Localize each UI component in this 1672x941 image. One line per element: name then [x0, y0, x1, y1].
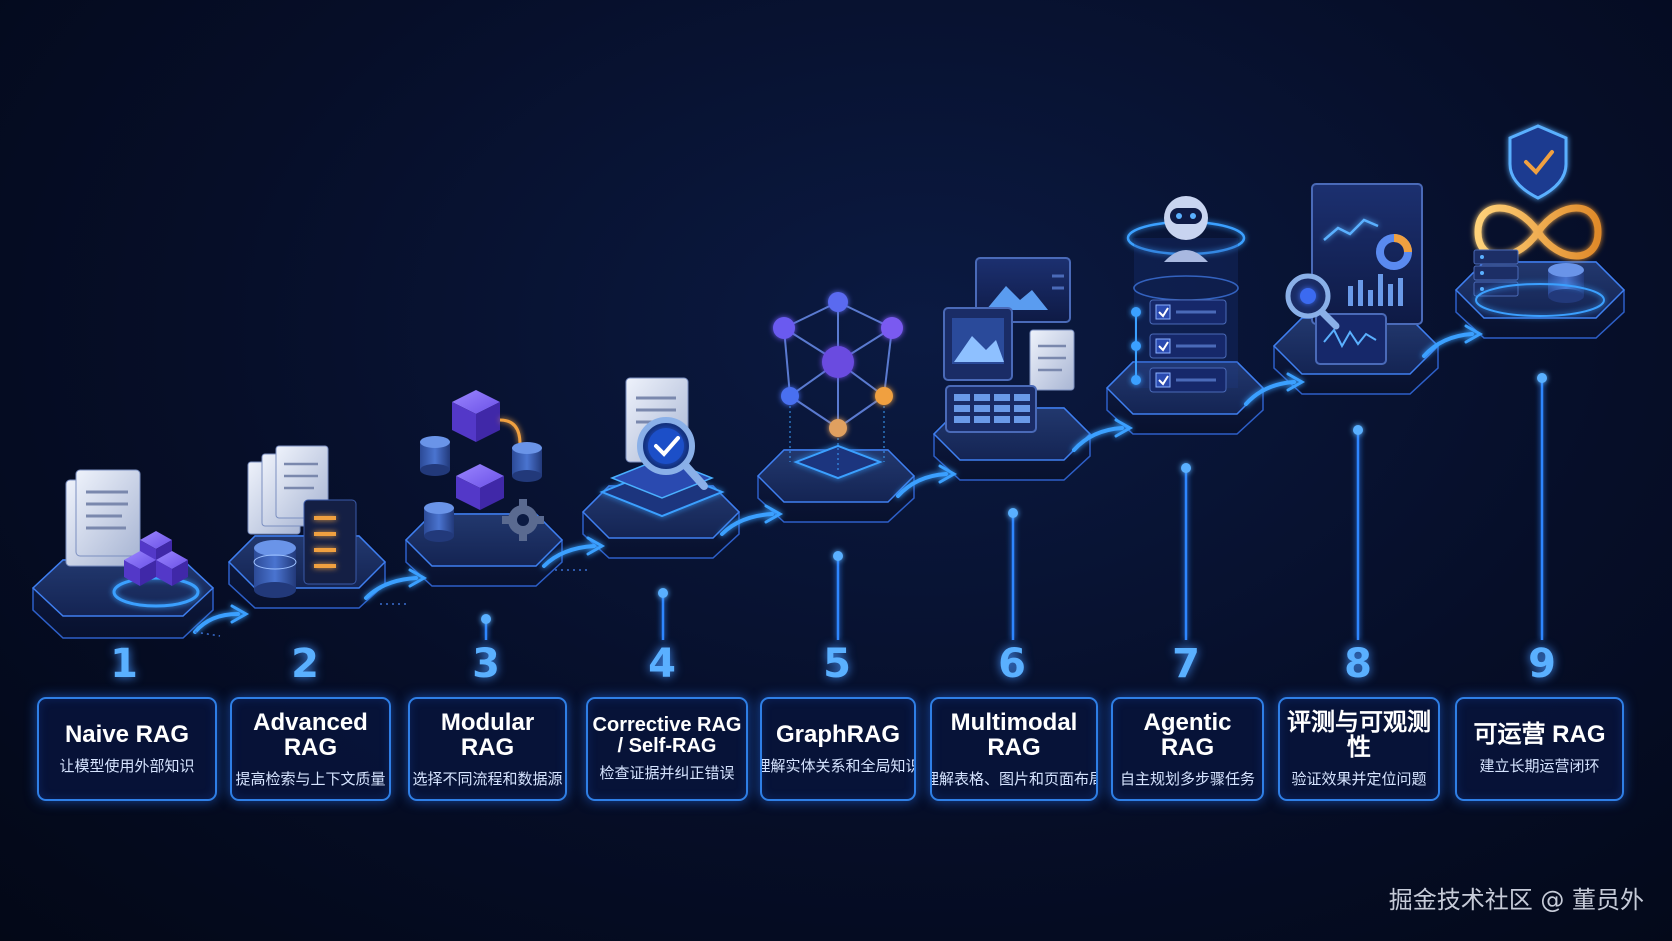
step-description: 理解实体关系和全局知识	[760, 757, 916, 775]
step-card-graphrag: GraphRAG 理解实体关系和全局知识	[760, 697, 916, 801]
step-number-7: 7	[1172, 641, 1200, 687]
dashboard-chart-magnifier-icon	[1285, 183, 1423, 365]
step-title: Modular RAG	[440, 708, 535, 761]
step-description: 选择不同流程和数据源	[412, 769, 563, 788]
flow-arrows	[193, 324, 1484, 634]
step-description: 让模型使用外部知识	[59, 757, 195, 775]
step-card-agentic-rag: Agentic RAG 自主规划多步骤任务	[1111, 697, 1264, 801]
connector-lines	[484, 378, 1544, 640]
step-description: 检查证据并纠正错误	[599, 764, 735, 782]
step-description: 提高检索与上下文质量	[235, 769, 386, 788]
step-number-3: 3	[472, 641, 500, 687]
step-number-5: 5	[823, 641, 851, 687]
documents-database-server-icon	[247, 445, 357, 598]
modules-database-gear-icon	[420, 390, 544, 542]
step-card-modular-rag: Modular RAG 选择不同流程和数据源	[408, 697, 567, 801]
step-description: 验证效果并定位问题	[1291, 769, 1427, 788]
step-number-8: 8	[1344, 641, 1372, 687]
robot-checklist-icon	[1126, 196, 1246, 393]
step-description: 建立长期运营闭环	[1479, 757, 1600, 775]
step-number-4: 4	[648, 641, 676, 687]
step-title-line-1: Corrective RAG	[592, 714, 742, 736]
step-card-naive-rag: Naive RAG 让模型使用外部知识	[37, 697, 217, 801]
step-number-6: 6	[998, 641, 1026, 687]
connector-dots	[481, 373, 1547, 624]
step-number-1: 1	[110, 641, 138, 687]
step-title: Advanced RAG	[253, 708, 368, 761]
step-title: 评测与可观测性	[1287, 708, 1431, 761]
step-title-line-2: / Self-RAG	[617, 735, 717, 757]
document-magnifier-check-icon	[599, 377, 725, 518]
step-card-evaluation-observability: 评测与可观测性 验证效果并定位问题	[1278, 697, 1440, 801]
step-number-9: 9	[1528, 641, 1556, 687]
step-title: Multimodal RAG	[950, 708, 1078, 761]
step-card-advanced-rag: Advanced RAG 提高检索与上下文质量	[230, 697, 391, 801]
step-description: 自主规划多步骤任务	[1119, 769, 1255, 788]
step-card-corrective-rag: Corrective RAG / Self-RAG 检查证据并纠正错误	[586, 697, 748, 801]
step-description: 理解表格、图片和页面布局	[930, 769, 1098, 788]
step-card-multimodal-rag: Multimodal RAG 理解表格、图片和页面布局	[930, 697, 1098, 801]
step-title: Agentic RAG	[1143, 708, 1232, 761]
step-title: 可运营 RAG	[1473, 721, 1606, 748]
step-title: GraphRAG	[775, 721, 900, 748]
step-title: Naive RAG	[64, 721, 190, 748]
knowledge-graph-icon	[773, 292, 903, 480]
flow-dotted-paths	[194, 569, 590, 637]
step-card-operable-rag: 可运营 RAG 建立长期运营闭环	[1455, 697, 1624, 801]
watermark: 掘金技术社区 @ 董员外	[1388, 886, 1644, 914]
shield-infinity-database-icon	[1473, 124, 1605, 317]
multimodal-image-table-icon	[943, 257, 1075, 433]
step-number-2: 2	[291, 641, 319, 687]
document-cube-icon	[65, 469, 200, 608]
